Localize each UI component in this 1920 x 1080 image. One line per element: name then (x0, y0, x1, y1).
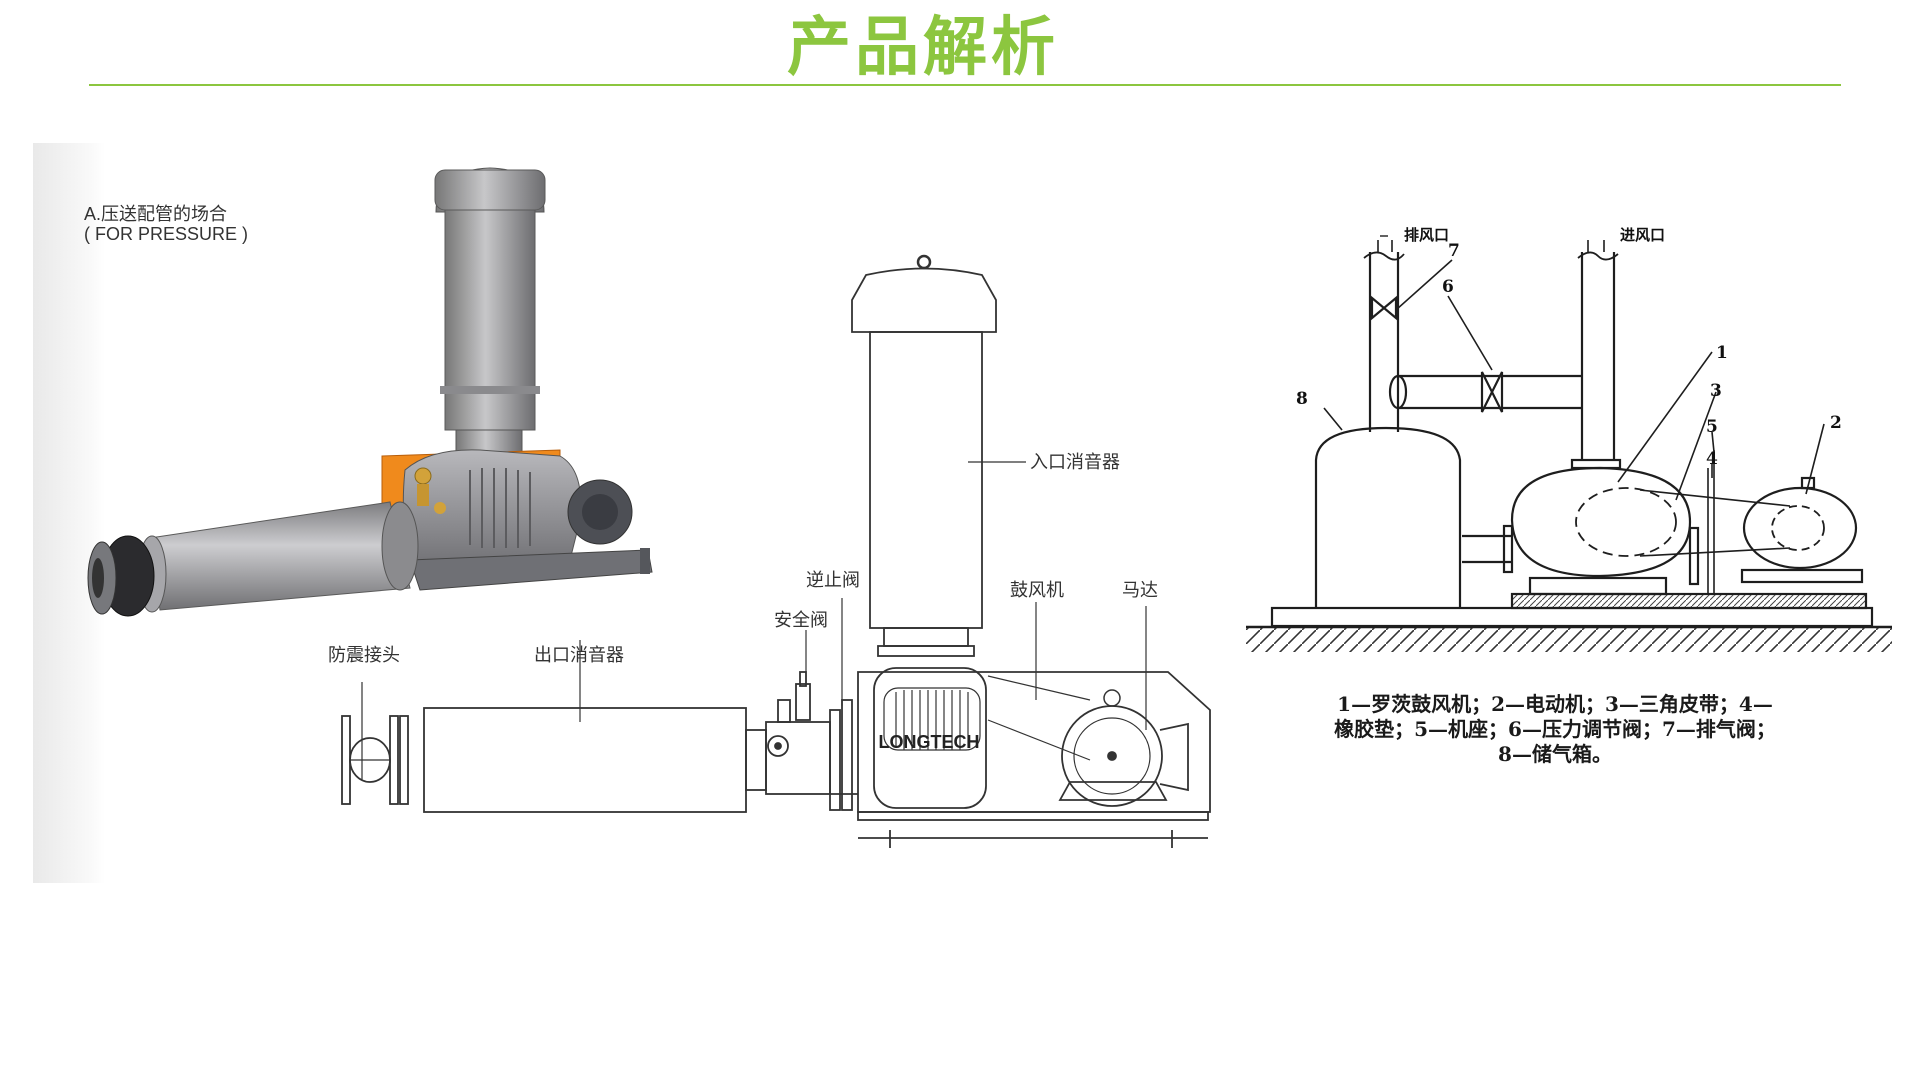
photo-outlet-silencer (149, 501, 411, 611)
machine-base (1270, 606, 1874, 628)
label-intake-port: 进风口 (1620, 226, 1665, 244)
leader-8 (1323, 407, 1343, 431)
label-exhaust-port: 排风口 (1404, 226, 1449, 244)
roots-blower (1510, 466, 1692, 578)
photo-blower-body (402, 449, 582, 571)
connecting-pipe (1398, 374, 1582, 410)
label-safety-valve: 安全阀 (774, 610, 828, 631)
middle-schematic (341, 254, 1211, 848)
check-valve (829, 709, 841, 811)
callout-6: 6 (1442, 277, 1454, 297)
leader-1 (1617, 351, 1713, 483)
brand-label: LONGTECH (879, 732, 980, 752)
callout-1: 1 (1716, 343, 1728, 363)
label-anti-vibration-joint: 防震接头 (328, 645, 400, 666)
photo-caption-subtitle: ( FOR PRESSURE ) (84, 224, 249, 244)
exhaust-pipe (1368, 252, 1400, 432)
outlet-silencer-body (423, 707, 747, 813)
title-divider (89, 84, 1841, 86)
photo-base-frame (409, 549, 653, 591)
leader-2 (1805, 423, 1825, 495)
callout-5: 5 (1706, 417, 1718, 437)
photo-panel-background (33, 143, 105, 883)
photo-safety-valve (414, 467, 432, 485)
callout-4: 4 (1706, 449, 1718, 469)
pressure-regulating-valve (1480, 371, 1504, 413)
right-schematic (1246, 235, 1892, 652)
rubber-pad (1510, 592, 1868, 610)
callout-8: 8 (1296, 389, 1308, 409)
blower-casing (873, 667, 987, 809)
label-motor: 马达 (1122, 580, 1158, 601)
exhaust-valve (1370, 295, 1398, 321)
inlet-silencer-cap (851, 267, 997, 333)
label-inlet-silencer: 入口消音器 (1030, 452, 1120, 473)
blower-frame (857, 671, 1211, 813)
callout-3: 3 (1710, 381, 1722, 401)
leader-7 (1395, 259, 1453, 311)
legend-line-3: 8—储气箱。 (1498, 742, 1612, 766)
photo-inlet-silencer (444, 209, 536, 431)
label-check-valve: 逆止阀 (806, 570, 860, 591)
callout-7: 7 (1448, 241, 1460, 261)
blower-photo-illustration (87, 167, 653, 617)
leader-6 (1447, 295, 1493, 371)
v-belt (1639, 489, 1791, 557)
photo-caption-title: A.压送配管的场合 (84, 204, 228, 224)
lifting-eye (916, 254, 932, 270)
safety-valve (795, 683, 811, 721)
legend-line-2: 橡胶垫；5—机座；6—压力调节阀；7—排气阀； (1334, 717, 1776, 741)
legend-line-1: 1—罗茨鼓风机；2—电动机；3—三角皮带；4— (1337, 692, 1773, 716)
leader-3 (1675, 391, 1717, 501)
parts-legend: 1—罗茨鼓风机；2—电动机；3—三角皮带；4— 橡胶垫；5—机座；6—压力调节阀… (1270, 692, 1840, 767)
inlet-silencer-body (869, 331, 983, 629)
label-outlet-silencer: 出口消音器 (534, 645, 624, 666)
leader-5 (1711, 431, 1715, 453)
electric-motor (1742, 486, 1858, 570)
intake-pipe (1580, 252, 1616, 460)
label-blower: 鼓风机 (1010, 580, 1064, 601)
blower-fins (895, 690, 969, 750)
callout-2: 2 (1830, 413, 1842, 433)
page-title: 产品解析 (787, 11, 1059, 85)
air-tank (1314, 426, 1462, 608)
